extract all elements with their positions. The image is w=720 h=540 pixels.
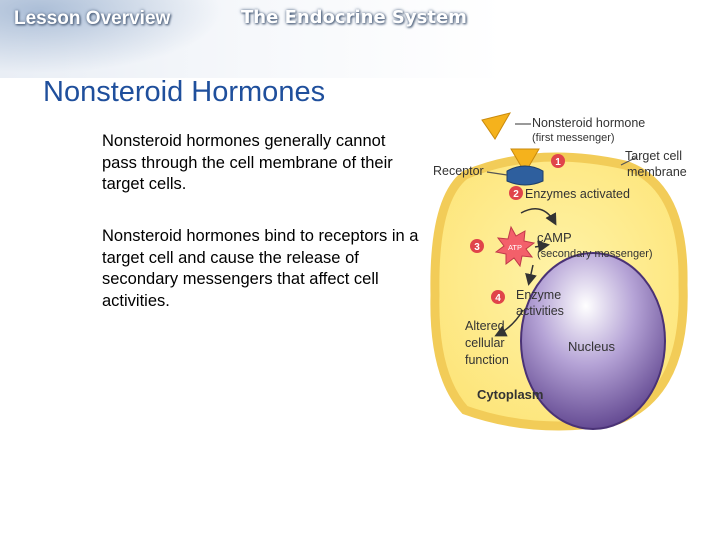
- enzyme-label-line2: activities: [516, 304, 564, 318]
- header-band: [0, 0, 720, 78]
- receptor-label: Receptor: [433, 164, 484, 178]
- receptor-leader-line: [486, 171, 508, 176]
- membrane-label-line1: Target cell: [625, 149, 682, 163]
- body-paragraph-1: Nonsteroid hormones generally cannot pas…: [102, 132, 393, 193]
- body-paragraph-2: Nonsteroid hormones bind to receptors in…: [102, 227, 419, 310]
- nonsteroid-hormone-diagram: 1 2 3 4 Nonsteroid hormone (first messen…: [430, 112, 688, 431]
- cytoplasm-label: Cytoplasm: [477, 387, 543, 402]
- hormone-sublabel: (first messenger): [532, 132, 615, 144]
- atp-burst-icon: [494, 225, 536, 268]
- enzyme-label-line1: Enzyme: [516, 288, 561, 302]
- hormone-label: Nonsteroid hormone: [532, 116, 645, 130]
- membrane-leader-line: [620, 156, 638, 166]
- camp-label: cAMP: [537, 230, 572, 245]
- nucleus-label: Nucleus: [568, 339, 615, 354]
- altered-label-line3: function: [465, 353, 509, 367]
- step-4-badge: 4: [491, 290, 505, 304]
- step2-enzymes-label: Enzymes activated: [525, 187, 630, 201]
- bound-hormone-icon: [510, 148, 540, 174]
- altered-label-line2: cellular: [465, 336, 505, 350]
- step-2-badge: 2: [509, 186, 523, 200]
- altered-label-line1: Altered: [465, 319, 505, 333]
- step-1-badge: 1: [551, 154, 565, 168]
- svg-text:3: 3: [474, 242, 480, 253]
- step-3-badge: 3: [470, 239, 484, 253]
- nucleus: [520, 252, 666, 430]
- receptor-icon: [506, 165, 544, 186]
- atp-label: ATP: [508, 243, 522, 252]
- svg-text:2: 2: [513, 189, 519, 200]
- svg-text:4: 4: [495, 293, 501, 304]
- atp-to-camp-arrow: [534, 240, 550, 253]
- enzyme-to-function-arrow: [494, 309, 524, 337]
- camp-to-enzyme-arrow: [525, 264, 537, 286]
- svg-text:1: 1: [555, 157, 561, 168]
- lesson-topic: The Endocrine System: [241, 7, 467, 28]
- membrane-label-line2: membrane: [627, 165, 687, 179]
- lesson-overview-label: Lesson Overview: [14, 8, 171, 29]
- enzyme-to-camp-arrow: [520, 208, 557, 226]
- camp-sublabel: (secondary messenger): [537, 248, 653, 260]
- slide-title: Nonsteroid Hormones: [43, 76, 326, 108]
- hormone-triangle-icon: [481, 112, 512, 140]
